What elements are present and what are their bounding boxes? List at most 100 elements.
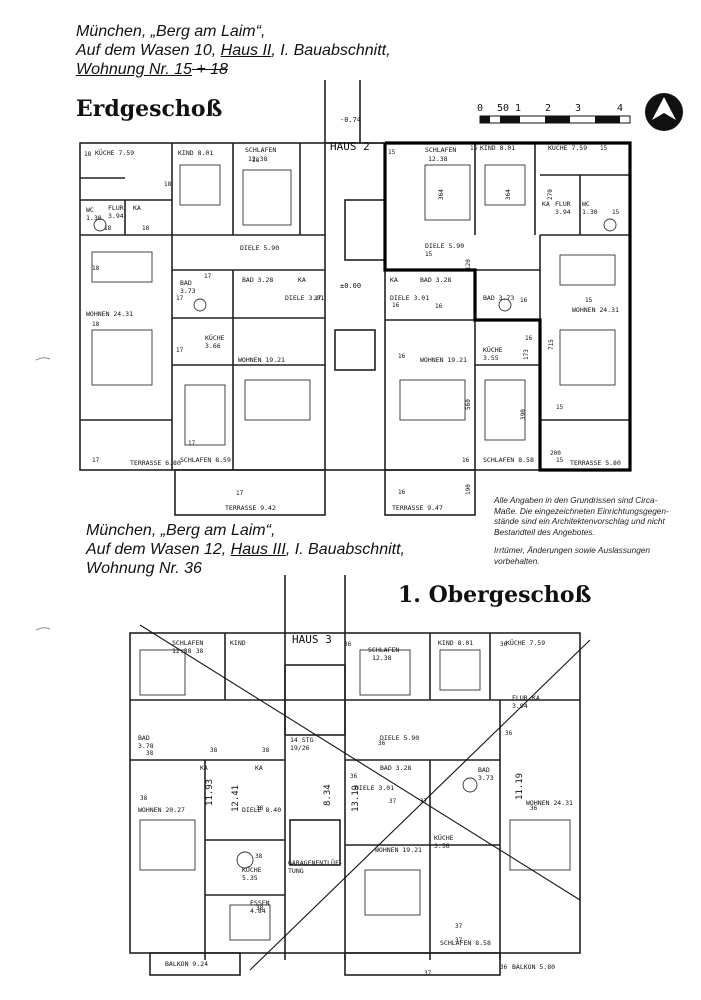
room-label: 3.78 [138,742,154,750]
dimension-label: 364 [505,189,512,200]
header-top-line1: München, „Berg am Laim“, [76,23,266,40]
unit-number-marker: 36 [378,740,386,747]
room-label: TERRASSE 5.80 [570,459,621,467]
room-label: WOHNEN 19.21 [420,356,467,364]
room-label: 4.84 [250,907,266,915]
room-label: WOHNEN 19.21 [238,356,285,364]
unit-number-marker: 15 [470,145,478,152]
room-label: DIELE 5.90 [425,242,464,250]
disclaimer-note: Alle Angaben in den Grundrissen sind Cir… [494,495,699,566]
unit-number-marker: 38 [146,750,154,757]
header-top-apartment: Wohnung Nr. 15 [76,61,192,78]
room-label: 1.30 [86,214,102,222]
header-top-house: Haus II [220,42,272,59]
room-label: BALKON 5.80 [512,963,555,971]
unit-number-marker: 16 [525,335,533,342]
header-top-apartment-handwritten: + 18 [191,61,228,78]
note-line2: Maße. Die eingezeichneten Einrichtungsge… [494,505,669,516]
highlighted-unit-outline [383,141,632,472]
unit-number-marker: 36 [505,730,513,737]
dimension-label: 715 [548,339,555,350]
room-label: KÜCHE [483,345,503,354]
unit-number-marker: 37 [455,937,463,944]
header-bottom-line1: München, „Berg am Laim“, [86,522,276,539]
note-line3: stände sind ein Architektenvorschlag und… [494,516,665,526]
room-label: KA [542,200,550,208]
header-bottom-line3: Wohnung Nr. 36 [86,560,202,577]
unit-number-marker: 16 [520,297,528,304]
header-top-line2: Auf dem Wasen 10, Haus II, I. Bauabschni… [76,41,391,60]
unit-number-marker: 17 [188,440,196,447]
room-label: 5.35 [242,874,258,882]
unit-number-marker: 36 [530,805,538,812]
unit-number-marker: 17 [176,295,184,302]
note-line1: Alle Angaben in den Grundrissen sind Cir… [494,495,658,505]
room-label: KA [200,764,208,772]
header-bottom-house: Haus III [230,541,286,558]
room-label: FLUR [555,200,571,208]
room-label: BAD [180,279,192,287]
unit-number-marker: 17 [92,457,100,464]
room-label: FLUR [512,694,528,702]
cross-out-lines [139,624,591,971]
dimension-label: 8.34 [323,784,333,806]
dimension-label: 200 [550,450,561,457]
room-label: SCHLAFEN [245,146,276,154]
note-line5: Irrtümer, Änderungen sowie Auslassungen [494,545,651,555]
unit-number-marker: 17 [204,273,212,280]
unit-number-marker: 38 [262,747,270,754]
bottom-plan-furniture [139,649,571,941]
dimension-label: 11.93 [205,779,215,806]
room-label: TERRASSE 6.80 [130,459,181,467]
unit-number-marker: 17 [236,490,244,497]
unit-number-marker: 37 [389,798,397,805]
header-top-line3: Wohnung Nr. 15 + 18 [76,60,391,79]
header-top: München, „Berg am Laim“, Auf dem Wasen 1… [76,22,391,79]
room-label: KÜCHE [242,865,262,874]
room-label: 3.94 [555,208,571,216]
room-label: BALKON 9.24 [165,960,208,968]
note-line4: Bestandteil des Angebotes. [494,526,595,537]
room-label: SCHLAFEN [368,646,399,654]
room-label: 12.38 [428,155,448,163]
top-plan-walls [79,80,631,516]
room-label: SCHLAFEN [172,639,203,647]
punch-hole-mark [35,627,51,631]
room-label: SCHLAFEN 8.58 [483,456,534,464]
scale-label: 3 [575,103,581,114]
unit-number-marker: 38 [256,905,264,912]
dimension-label: 120 [465,259,472,270]
dimension-label: 173 [523,349,530,360]
unit-number-marker: 17 [314,295,322,302]
room-label: TERRASSE 9.47 [392,504,443,512]
unit-number-marker: 15 [425,251,433,258]
room-label: KIND 8.01 [480,144,515,152]
room-label: ESSEN [250,899,270,907]
room-label: KÜCHE [205,333,225,342]
scale-label: 50 [497,103,509,114]
level-marker: -0.74 [340,116,361,124]
room-label: KA [390,276,398,284]
room-label: KA [532,694,540,702]
room-label: SCHLAFEN 8.59 [180,456,231,464]
room-label: BAD 3.28 [420,276,451,284]
room-label: DIELE 8.40 [242,806,281,814]
room-label: KÜCHE 7.59 [506,638,545,647]
bottom-plan-labels: HAUS 3SCHLAFEN12.38KINDSCHLAFEN12.38KIND… [138,633,573,977]
floor-title-bottom: 1. Obergeschoß [398,582,592,608]
unit-number-marker: 16 [435,303,443,310]
unit-number-marker: 16 [392,302,400,309]
room-label: GARAGENENTLÜF- [288,858,343,867]
header-bottom-address: Auf dem Wasen 12, [86,541,231,558]
unit-number-marker: 15 [612,209,620,216]
room-label: SCHLAFEN [425,146,456,154]
header-bottom: München, „Berg am Laim“, Auf dem Wasen 1… [86,521,405,578]
header-bottom-line2: Auf dem Wasen 12, Haus III, I. Bauabschn… [86,540,405,559]
unit-number-marker: 15 [556,404,564,411]
note-line6: vorbehalten. [494,555,540,566]
scale-label: 0 [477,103,483,114]
dimension-label: 11.19 [515,773,525,800]
unit-number-marker: 18 [252,157,260,164]
floor-title-top: Erdgeschoß [76,96,223,122]
